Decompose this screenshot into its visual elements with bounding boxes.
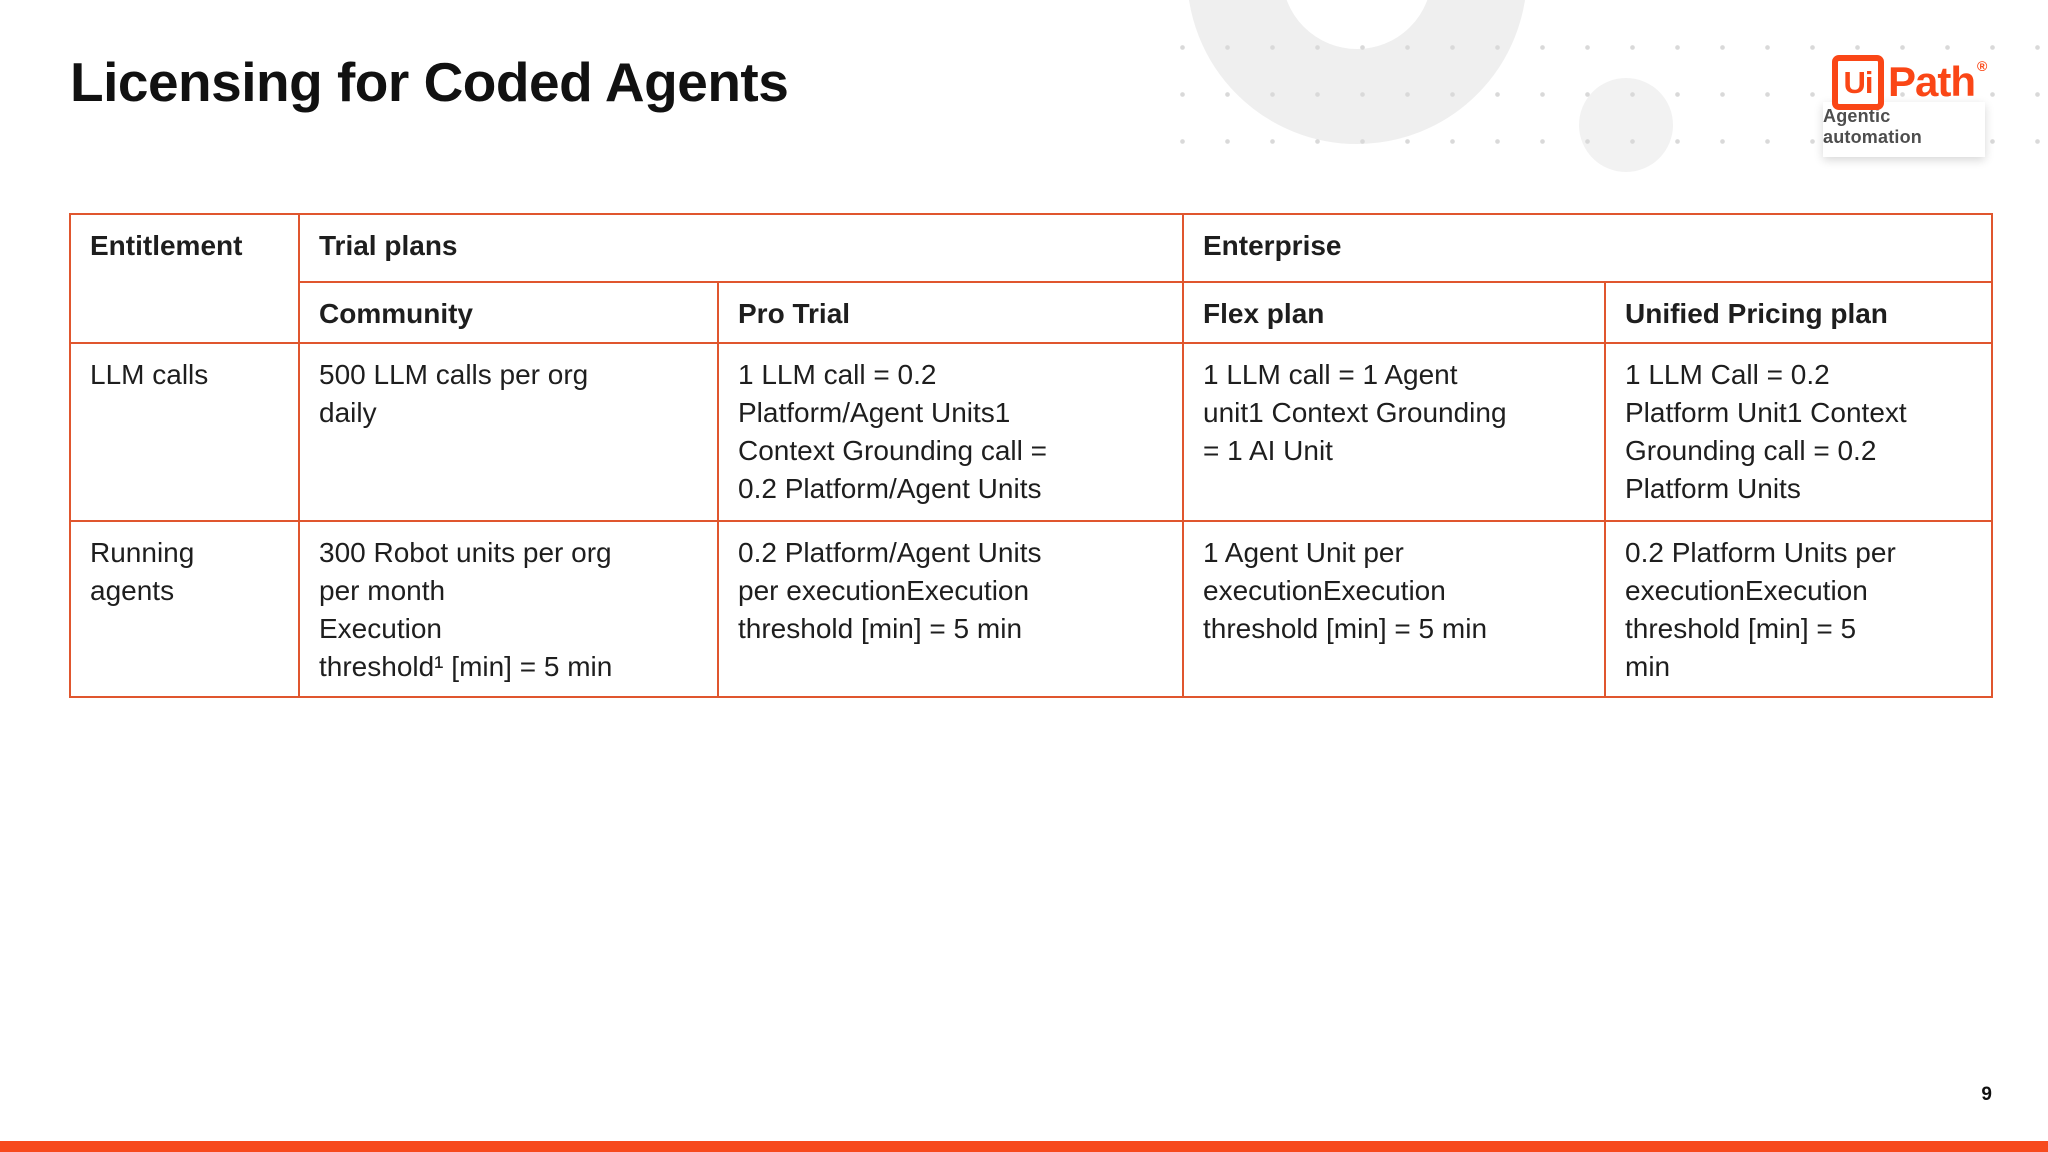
table-header-plan-row: Community Pro Trial Flex plan Unified Pr… (70, 281, 1993, 344)
table-header-group-row: Entitlement Trial plans Enterprise (69, 213, 1993, 344)
table-row-running-agents: Running agents 300 Robot units per org p… (69, 520, 1993, 698)
cell-run-community: 300 Robot units per org per month Execut… (298, 520, 719, 698)
table-row-llm-calls: LLM calls 500 LLM calls per org daily 1 … (69, 342, 1993, 522)
footer-accent-bar (0, 1141, 2048, 1152)
column-group-enterprise: Enterprise (1182, 213, 1993, 283)
cell-llm-community: 500 LLM calls per org daily (298, 342, 719, 522)
logo-tagline: Agentic automation (1823, 106, 1922, 147)
uipath-wordmark-icon: Ui Path ® (1832, 55, 1987, 110)
column-header-community: Community (298, 281, 719, 344)
licensing-table: Entitlement Trial plans Enterprise Commu… (69, 213, 1993, 698)
uipath-ui-box-icon: Ui (1832, 55, 1884, 110)
column-header-flex-plan: Flex plan (1182, 281, 1606, 344)
logo-ui-text: Ui (1843, 64, 1874, 100)
row-label-running-agents: Running agents (69, 520, 300, 698)
row-label-llm-calls: LLM calls (69, 342, 300, 522)
column-header-pro-trial: Pro Trial (717, 281, 1184, 344)
column-header-entitlement: Entitlement (69, 213, 300, 344)
page-title: Licensing for Coded Agents (70, 51, 789, 113)
cell-run-pro-trial: 0.2 Platform/Agent Units per executionEx… (717, 520, 1184, 698)
cell-llm-flex-plan: 1 LLM call = 1 Agent unit1 Context Groun… (1182, 342, 1606, 522)
logo-card: Agentic automation (1823, 102, 1985, 157)
uipath-logo: Agentic automation Ui Path ® (1823, 55, 1989, 165)
registered-trademark-icon: ® (1977, 58, 1988, 74)
cell-run-flex-plan: 1 Agent Unit per executionExecution thre… (1182, 520, 1606, 698)
column-group-trial-plans: Trial plans (298, 213, 1184, 283)
page-number: 9 (1981, 1084, 1992, 1105)
column-header-unified-pricing-plan: Unified Pricing plan (1604, 281, 1993, 344)
logo-path-text: Path (1888, 58, 1976, 105)
cell-llm-pro-trial: 1 LLM call = 0.2 Platform/Agent Units1 C… (717, 342, 1184, 522)
cell-llm-unified-pricing: 1 LLM Call = 0.2 Platform Unit1 Context … (1604, 342, 1993, 522)
cell-run-unified-pricing: 0.2 Platform Units per executionExecutio… (1604, 520, 1993, 698)
